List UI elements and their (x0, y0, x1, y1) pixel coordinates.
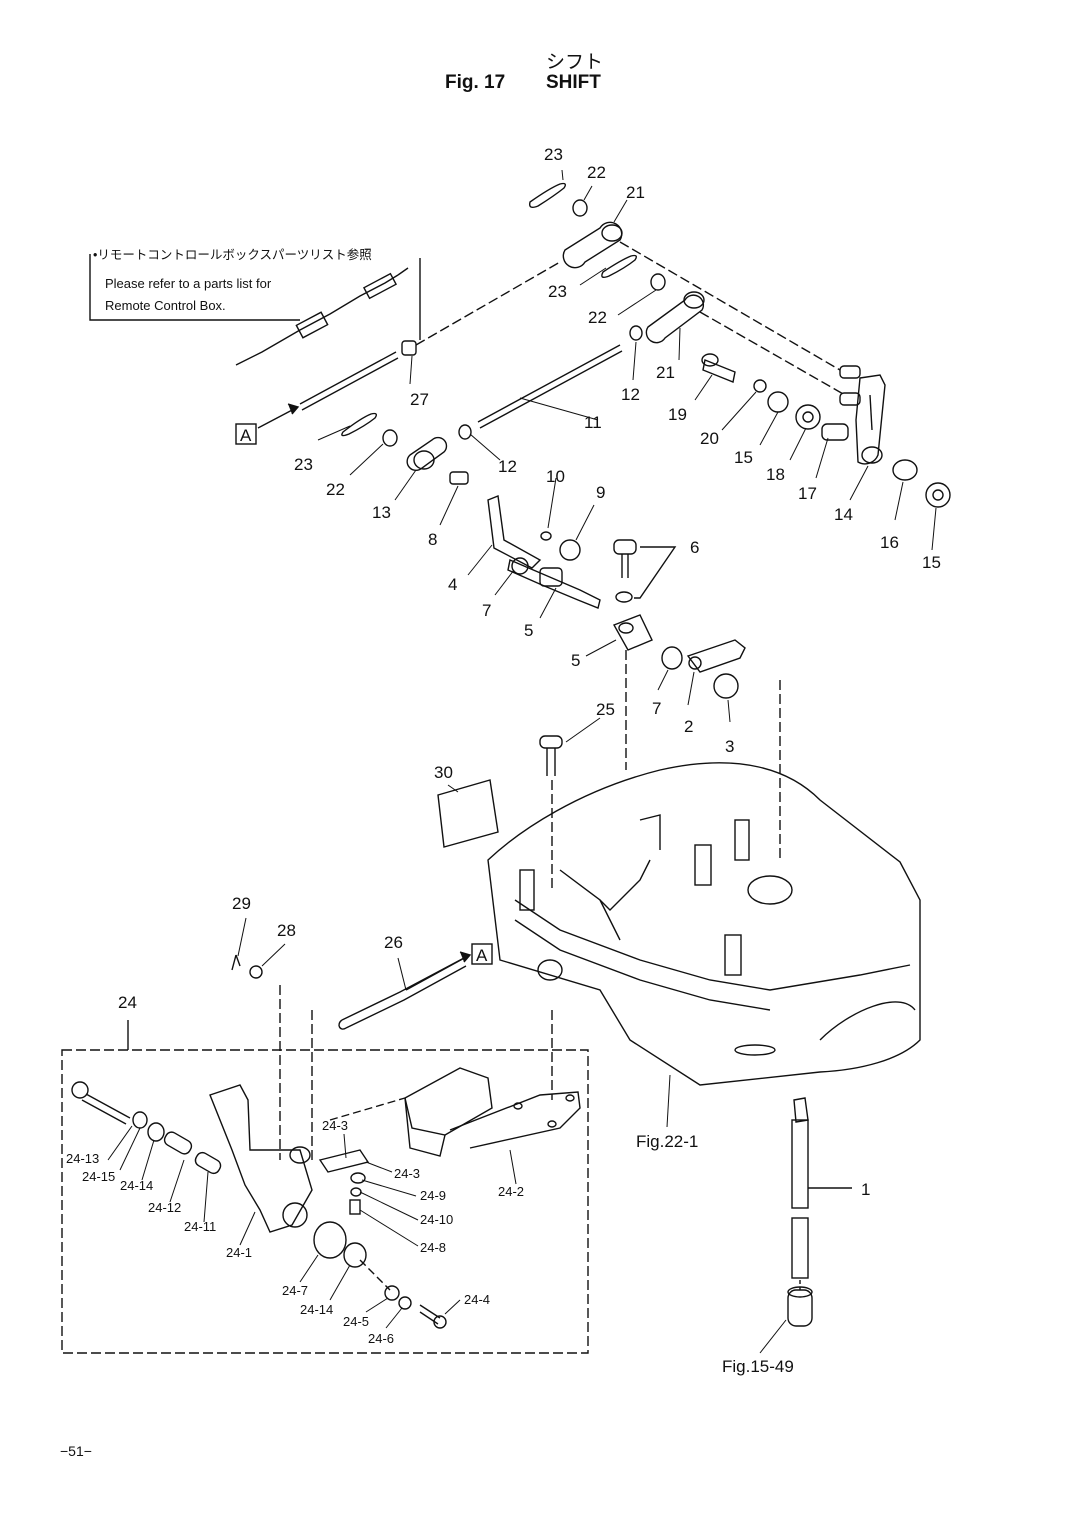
label-16: 16 (880, 533, 899, 552)
part-11-rod (458, 344, 623, 440)
part-4-bracket (487, 495, 601, 609)
label-15: 15 (922, 553, 941, 572)
part-28-29 (231, 954, 263, 979)
part-25-bolt (539, 735, 563, 776)
arrow-lines (257, 403, 472, 991)
label-22: 22 (587, 163, 606, 182)
label-24-3: 24-3 (394, 1166, 420, 1181)
ref-fig-15-49: Fig.15-49 (722, 1357, 794, 1376)
part-21-lower (601, 254, 705, 344)
part-14-lever (701, 353, 951, 508)
part-1-shift-rod (787, 1097, 852, 1327)
note-japanese: •リモートコントロールボックスパーツリスト参照 (93, 248, 372, 262)
bottom-cowling (487, 762, 921, 1086)
page-number: −51− (60, 1443, 92, 1459)
label-27: 27 (410, 390, 429, 409)
label-9: 9 (596, 483, 605, 502)
label-23: 23 (544, 145, 563, 164)
remote-cable (235, 267, 409, 366)
part-26-rod (338, 957, 467, 1030)
label-11: 11 (584, 413, 602, 432)
guide-lines-upper (619, 241, 846, 396)
label-24-5: 24-5 (343, 1314, 369, 1329)
label-15: 15 (734, 448, 753, 467)
label-28: 28 (277, 921, 296, 940)
label-17: 17 (798, 484, 817, 503)
label-7: 7 (652, 699, 661, 718)
part-13 (341, 412, 469, 485)
part-21-upper (528, 182, 623, 269)
part-27-rod (299, 261, 561, 411)
label-23: 23 (548, 282, 567, 301)
label-24-9: 24-9 (420, 1188, 446, 1203)
figure-title-japanese: シフト (546, 52, 604, 73)
label-5: 5 (571, 651, 580, 670)
label-24-13: 24-13 (66, 1151, 99, 1166)
label-4: 4 (448, 575, 457, 594)
part-5-lower (612, 614, 746, 699)
label-12: 12 (621, 385, 640, 404)
label-7: 7 (482, 601, 491, 620)
label-12: 12 (498, 457, 517, 476)
marker-a-lower: A (476, 946, 488, 965)
label-5: 5 (524, 621, 533, 640)
part-30-plate (437, 779, 499, 848)
label-24-4: 24-4 (464, 1292, 490, 1307)
label-22: 22 (588, 308, 607, 327)
label-10: 10 (546, 467, 565, 486)
kit-24-parts (71, 1067, 581, 1329)
label-23: 23 (294, 455, 313, 474)
figure-title: SHIFT (546, 72, 601, 93)
label-24-3: 24-3 (322, 1118, 348, 1133)
label-29: 29 (232, 894, 251, 913)
label-20: 20 (700, 429, 719, 448)
label-14: 14 (834, 505, 853, 524)
label-18: 18 (766, 465, 785, 484)
part-6-bolt (613, 539, 677, 603)
label-24-11: 24-11 (184, 1219, 216, 1234)
guide-lines-mid (279, 650, 781, 1160)
label-24-2: 24-2 (498, 1184, 524, 1199)
label-25: 25 (596, 700, 615, 719)
label-19: 19 (668, 405, 687, 424)
label-24-12: 24-12 (148, 1200, 181, 1215)
label-24-1: 24-1 (226, 1245, 252, 1260)
label-8: 8 (428, 530, 437, 549)
note-line-1: Please refer to a parts list for (105, 276, 272, 291)
label-6: 6 (690, 538, 699, 557)
marker-box-a-lower (471, 943, 493, 965)
label-22: 22 (326, 480, 345, 499)
label-24-14: 24-14 (120, 1178, 153, 1193)
label-24-14: 24-14 (300, 1302, 333, 1317)
label-3: 3 (725, 737, 734, 756)
label-13: 13 (372, 503, 391, 522)
label-30: 30 (434, 763, 453, 782)
label-24-15: 24-15 (82, 1169, 115, 1184)
label-21: 21 (656, 363, 675, 382)
marker-a-upper: A (240, 426, 252, 445)
note-line-2: Remote Control Box. (105, 298, 226, 313)
marker-box-a-upper (235, 423, 257, 445)
label-1: 1 (861, 1180, 870, 1199)
note-bracket (89, 254, 421, 340)
label-24-7: 24-7 (282, 1283, 308, 1298)
label-24-10: 24-10 (420, 1212, 453, 1227)
part-labels: 23 22 21 23 22 21 12 11 19 20 15 18 17 1… (118, 145, 941, 1199)
ref-fig-22-1: Fig.22-1 (636, 1132, 698, 1151)
label-2: 2 (684, 717, 693, 736)
label-24: 24 (118, 993, 137, 1012)
kit-24-box (61, 1020, 589, 1354)
figure-number: Fig. 17 (445, 72, 506, 93)
label-26: 26 (384, 933, 403, 952)
leader-lines (107, 169, 937, 1354)
label-24-6: 24-6 (368, 1331, 394, 1346)
kit-labels: 24-3 24-3 24-9 24-10 24-8 24-2 24-13 24-… (66, 1118, 524, 1346)
label-24-8: 24-8 (420, 1240, 446, 1255)
label-21: 21 (626, 183, 645, 202)
